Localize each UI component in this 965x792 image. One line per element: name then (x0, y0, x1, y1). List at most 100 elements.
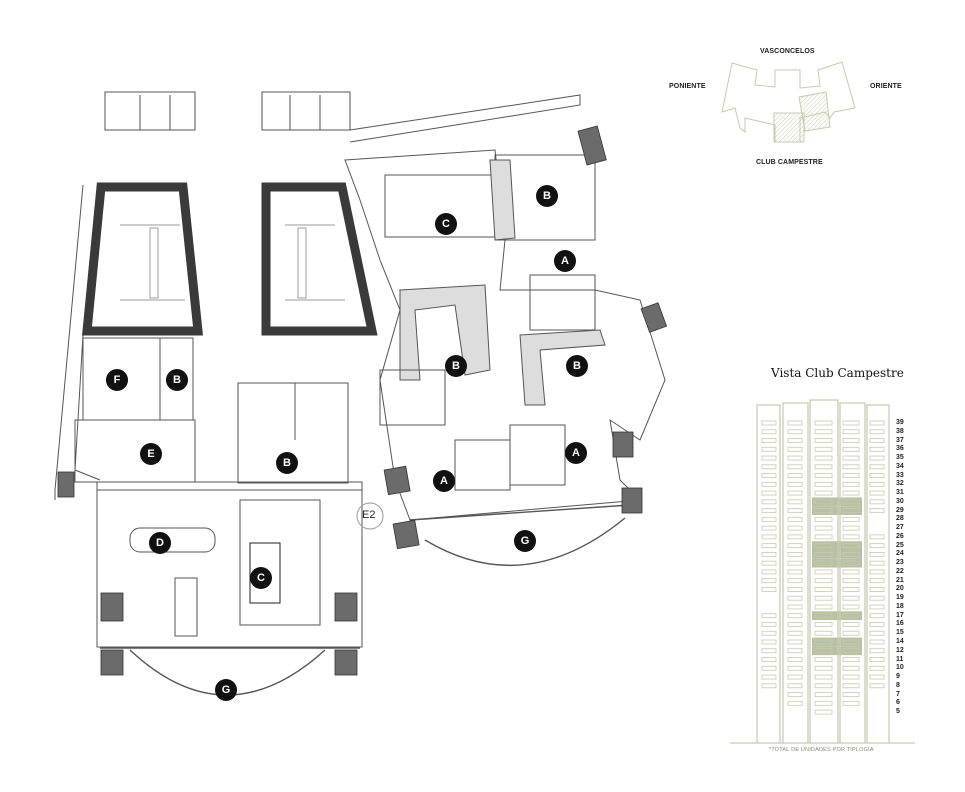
room-label-a: A (554, 250, 576, 272)
window-mark (814, 587, 833, 592)
window-mark (814, 481, 833, 487)
window-mark (869, 464, 885, 470)
window-mark (761, 464, 777, 470)
floor-number: 24 (896, 550, 904, 558)
window-mark (842, 481, 860, 487)
window-mark (787, 622, 803, 627)
floor-number: 8 (896, 681, 900, 689)
window-mark (842, 683, 860, 689)
window-mark (761, 481, 777, 487)
window-mark (787, 657, 803, 662)
window-mark (842, 657, 860, 662)
window-mark (842, 508, 860, 514)
window-mark (761, 490, 777, 496)
room-label-g: G (215, 679, 237, 701)
window-mark (869, 499, 885, 505)
floor-number: 30 (896, 497, 904, 505)
floor-number: 5 (896, 708, 900, 716)
structural-columns (57, 125, 668, 676)
key-north-label: VASCONCELOS (760, 48, 815, 55)
room-label-e: E (140, 443, 162, 465)
floor-number: 15 (896, 629, 904, 637)
highlighted-floor-band (812, 558, 862, 568)
room-label-b: B (445, 355, 467, 377)
room-label-c: C (250, 567, 272, 589)
window-mark (869, 420, 885, 426)
window-mark (842, 543, 860, 549)
window-mark (814, 665, 833, 671)
window-mark (869, 587, 885, 592)
window-mark (787, 543, 803, 549)
window-mark (761, 569, 777, 575)
window-mark (787, 587, 803, 592)
window-mark (814, 525, 833, 531)
floor-number: 17 (896, 611, 904, 619)
highlighted-floor-band (812, 637, 862, 647)
window-mark (787, 613, 803, 619)
window-mark (787, 525, 803, 531)
footnote: *TOTAL DE UNIDADES POR TIPLOGÍA (769, 747, 874, 753)
window-mark (761, 613, 777, 619)
floor-number: 28 (896, 515, 904, 523)
window-mark (869, 674, 885, 680)
window-mark (814, 508, 833, 514)
room-label-g: G (514, 530, 536, 552)
window-mark (869, 604, 885, 610)
window-mark (787, 692, 803, 697)
window-mark (869, 683, 885, 689)
room-label-d: D (149, 532, 171, 554)
window-mark (787, 438, 803, 443)
floor-number: 37 (896, 436, 904, 444)
window-mark (761, 473, 777, 478)
room-label-c: C (435, 213, 457, 235)
window-mark (787, 648, 803, 654)
window-mark (787, 578, 803, 584)
window-mark (761, 552, 777, 557)
window-mark (814, 516, 833, 522)
window-mark (842, 429, 860, 435)
window-mark (842, 622, 860, 627)
window-mark (761, 420, 777, 426)
room-label-a: A (565, 442, 587, 464)
window-mark (842, 464, 860, 470)
window-mark (814, 630, 833, 636)
room-label-b: B (276, 452, 298, 474)
window-mark (814, 543, 833, 549)
window-mark (761, 455, 777, 461)
key-south-label: CLUB CAMPESTRE (756, 159, 823, 166)
floor-number: 23 (896, 559, 904, 567)
floor-number: 16 (896, 620, 904, 628)
window-mark (842, 630, 860, 636)
key-west-label: PONIENTE (669, 83, 706, 90)
window-mark (842, 420, 860, 426)
window-mark (787, 665, 803, 671)
window-mark (842, 552, 860, 557)
window-mark (869, 543, 885, 549)
floor-number: 11 (896, 655, 904, 663)
window-mark (814, 490, 833, 496)
window-mark (842, 490, 860, 496)
window-mark (814, 552, 833, 557)
window-mark (842, 648, 860, 654)
window-mark (869, 622, 885, 627)
floor-number: 22 (896, 567, 904, 575)
window-mark (869, 569, 885, 575)
window-mark (787, 630, 803, 636)
window-mark (842, 613, 860, 619)
window-mark (787, 639, 803, 645)
window-mark (869, 639, 885, 645)
window-mark (761, 657, 777, 662)
window-mark (842, 473, 860, 478)
window-mark (787, 595, 803, 601)
window-mark (814, 446, 833, 452)
window-mark (814, 709, 833, 715)
window-mark (842, 516, 860, 522)
room-label-b: B (566, 355, 588, 377)
window-mark (842, 587, 860, 592)
window-mark (869, 657, 885, 662)
window-mark (814, 674, 833, 680)
room-label-f: F (106, 369, 128, 391)
window-mark (761, 630, 777, 636)
window-mark (842, 665, 860, 671)
window-mark (761, 622, 777, 627)
